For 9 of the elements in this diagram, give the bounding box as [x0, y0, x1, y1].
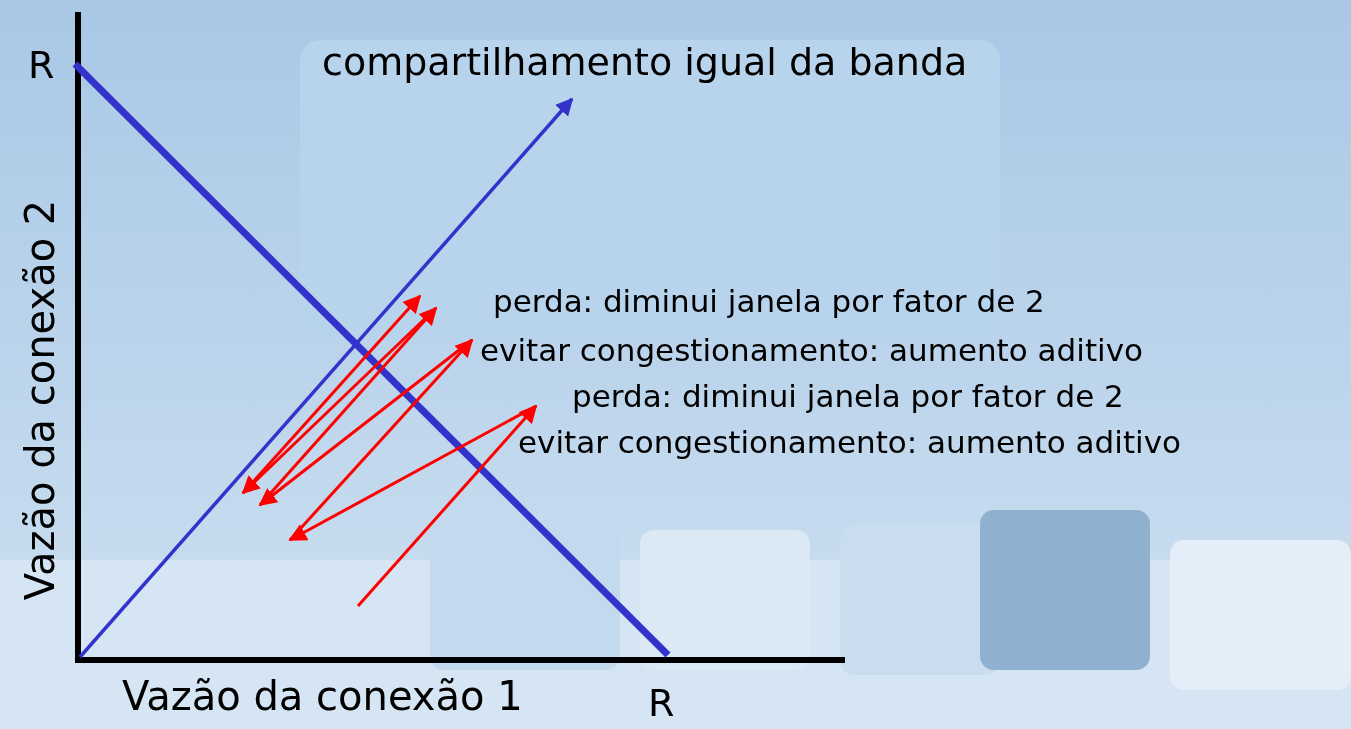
axis-title: Vazão da conexão 1	[122, 674, 523, 718]
annotation-text: evitar congestionamento: aumento aditivo	[480, 333, 1143, 368]
axis-label: R	[648, 683, 675, 725]
line-label: compartilhamento igual da banda	[322, 42, 968, 84]
annotation-text: evitar congestionamento: aumento aditivo	[518, 425, 1181, 460]
annotation-text: perda: diminui janela por fator de 2	[572, 379, 1124, 414]
axis-title: Vazão da conexão 2	[17, 199, 62, 601]
axis-label: R	[28, 45, 55, 87]
annotation-text: perda: diminui janela por fator de 2	[493, 284, 1045, 319]
